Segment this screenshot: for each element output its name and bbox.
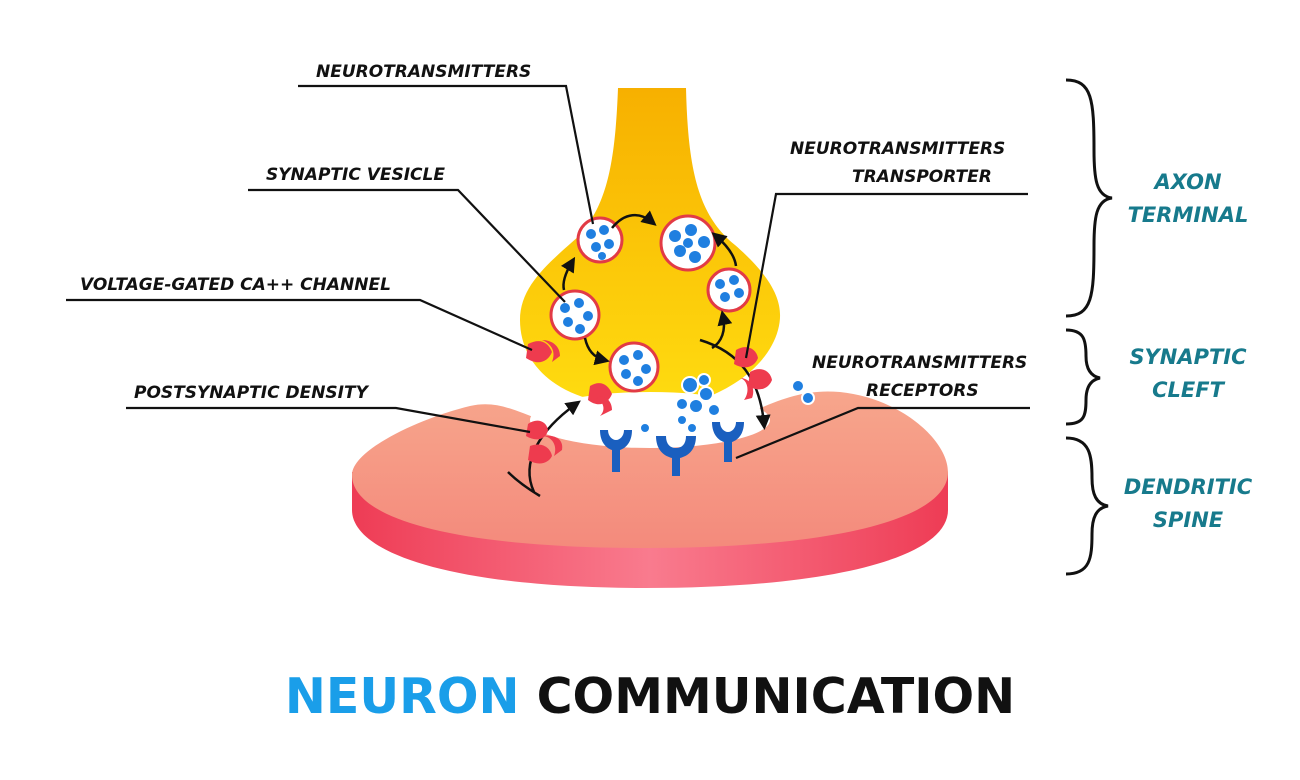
region-dendritic-spine-line2: SPINE (1152, 508, 1224, 532)
vesicle (659, 214, 717, 272)
page-title: NEURON COMMUNICATION (0, 668, 1300, 725)
title-communication: COMMUNICATION (536, 668, 1016, 725)
axon-terminal-brace (1065, 78, 1113, 318)
synaptic-cleft-brace (1065, 328, 1101, 426)
region-dendritic-spine-line1: DENDRITIC (1123, 475, 1253, 499)
dendritic-spine (352, 391, 948, 588)
region-braces (1065, 78, 1113, 576)
region-synaptic-cleft-line2: CLEFT (1152, 378, 1224, 402)
region-synaptic-cleft-line1: SYNAPTIC (1129, 345, 1247, 369)
title-neuron: NEURON (284, 668, 520, 725)
postsynaptic-density-protein (526, 420, 563, 464)
region-dendritic-spine: DENDRITIC SPINE (1103, 471, 1273, 537)
voltage-gated-channel (526, 340, 612, 416)
region-synaptic-cleft: SYNAPTIC CLEFT (1103, 341, 1273, 407)
label-transporter-line2: TRANSPORTER (852, 167, 992, 187)
label-neurotransmitters: NEUROTRANSMITTERS (316, 62, 532, 82)
vesicle (549, 289, 601, 341)
released-neurotransmitters (639, 373, 815, 434)
receptor (600, 422, 744, 476)
label-postsynaptic-density: POSTSYNAPTIC DENSITY (134, 383, 368, 403)
region-axon-terminal-line1: AXON (1154, 170, 1222, 194)
label-receptors-line2: RECEPTORS (866, 381, 979, 401)
label-synaptic-vesicle: SYNAPTIC VESICLE (266, 165, 445, 185)
region-axon-terminal: AXON TERMINAL (1103, 166, 1273, 232)
vesicle (576, 216, 624, 264)
label-transporter-line1: NEUROTRANSMITTERS (790, 139, 1006, 159)
dendritic-spine-brace (1065, 436, 1109, 576)
region-axon-terminal-line2: TERMINAL (1127, 203, 1249, 227)
label-voltage-gated-channel: VOLTAGE-GATED CA++ CHANNEL (80, 275, 391, 295)
leader-lines (66, 84, 1030, 460)
vesicle (608, 341, 660, 393)
label-receptors-line1: NEUROTRANSMITTERS (812, 353, 1028, 373)
vesicle (706, 267, 752, 313)
